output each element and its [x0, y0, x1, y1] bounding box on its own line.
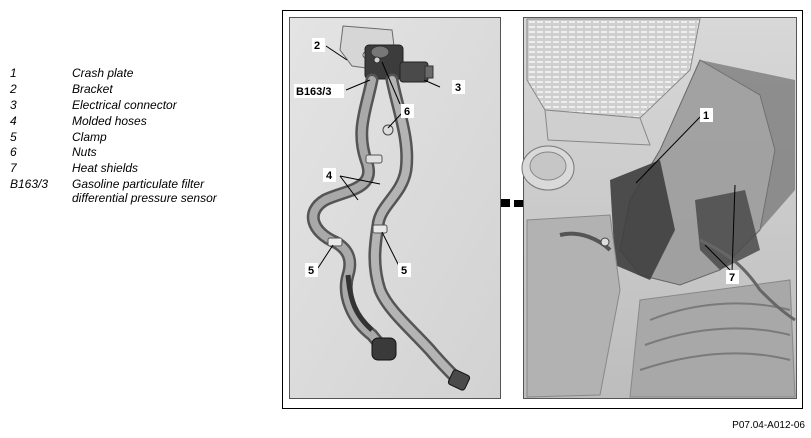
legend-number: 1	[10, 66, 17, 80]
callout-5-right: 5	[401, 265, 407, 277]
legend-text: Heat shields	[72, 161, 139, 175]
legend-text: Nuts	[72, 145, 97, 159]
clamp-right	[372, 224, 388, 234]
legend-number: 7	[10, 161, 17, 175]
component-detail-panel: 2 B163/3 3 6 4 5 5	[289, 17, 501, 399]
figure-reference-code: P07.04-A012-06	[732, 420, 805, 431]
legend-number: 4	[10, 114, 17, 128]
legend-text: Bracket	[72, 82, 113, 96]
callout-4: 4	[326, 170, 333, 182]
legend-text: differential pressure sensor	[72, 191, 217, 205]
nut	[382, 124, 394, 136]
heat-shield-area	[629, 279, 796, 398]
legend-text: Molded hoses	[72, 114, 147, 128]
legend-number: 5	[10, 130, 17, 144]
callout-1: 1	[703, 110, 709, 122]
callout-6: 6	[404, 106, 410, 118]
legend-number: 3	[10, 98, 17, 112]
legend-number: B163/3	[10, 177, 49, 191]
legend-text: Electrical connector	[72, 98, 177, 112]
legend-text: Crash plate	[72, 66, 134, 80]
callout-2: 2	[314, 40, 320, 52]
callout-5-left: 5	[308, 265, 314, 277]
callout-3: 3	[455, 82, 461, 94]
legend-text: Gasoline particulate filter	[72, 177, 205, 191]
callout-7: 7	[729, 272, 735, 284]
installed-view-panel: 1 7	[521, 17, 797, 399]
electrical-connector	[399, 61, 429, 83]
hose-end-fitting	[371, 337, 397, 361]
legend-number: 2	[10, 82, 17, 96]
clamp-left	[327, 237, 343, 247]
legend-text: Clamp	[72, 130, 107, 144]
callout-b163-3: B163/3	[296, 86, 331, 98]
legend-number: 6	[10, 145, 17, 159]
